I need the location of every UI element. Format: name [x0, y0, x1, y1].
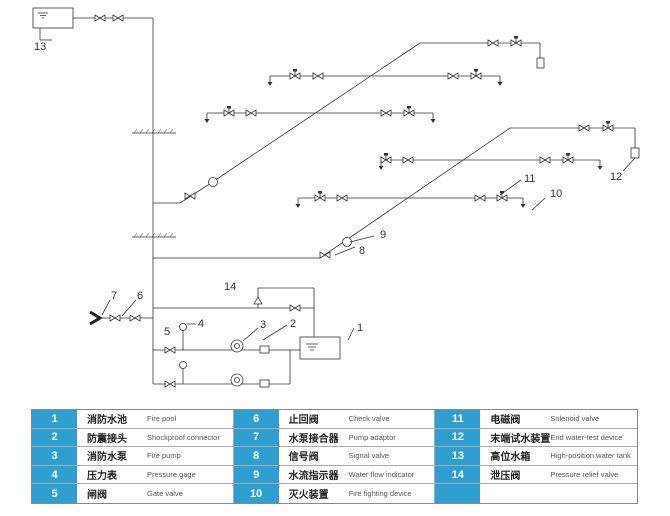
- legend-chinese-label: 灭火装置: [288, 490, 329, 502]
- legend-item: 9 水流指示器 Water flow indicator: [233, 465, 436, 485]
- legend-item: 13 高位水箱 High-position water tank: [435, 447, 637, 466]
- fire-pool: [299, 336, 341, 360]
- label-9: 9: [380, 229, 386, 241]
- legend-english-label: Fire fighting device: [348, 489, 412, 499]
- end-test-device-upper: [536, 57, 545, 69]
- label-6: 6: [137, 290, 143, 302]
- label-14: 14: [224, 281, 236, 293]
- legend-item: 6 止回阀 Check valve: [233, 410, 436, 429]
- end-test-device: [630, 147, 640, 159]
- pressure-relief-valve: [253, 296, 263, 305]
- label-10: 10: [550, 188, 562, 200]
- label-11: 11: [524, 173, 535, 185]
- legend-item: 4 压力表 Pressure gage: [32, 465, 234, 485]
- legend-item: 1 消防水池 Fire pool: [32, 410, 234, 429]
- label-4: 4: [198, 318, 204, 330]
- legend-chinese-label: 防震接头: [87, 433, 127, 445]
- label-12: 12: [610, 171, 622, 183]
- legend-english-label: High-position water tank: [550, 451, 631, 461]
- fire-pump-2: [230, 373, 244, 387]
- legend-english-label: Solenoid valve: [550, 414, 600, 424]
- legend-chinese-label: 电磁阀: [490, 415, 521, 427]
- label-13: 13: [34, 41, 46, 53]
- legend-number: 5: [32, 484, 77, 503]
- legend-english-label: Pump adaptor: [348, 432, 396, 442]
- legend-chinese-label: 止回阀: [288, 415, 319, 427]
- legend-number: 12: [435, 428, 481, 447]
- legend-english-label: Gate valve: [147, 489, 183, 499]
- legend-english-label: End water-test device: [550, 432, 623, 442]
- legend-chinese-label: 信号阀: [288, 452, 319, 464]
- legend-english-label: Fire pump: [147, 451, 181, 461]
- legend-item: 11 电磁阀 Solenoid valve: [435, 410, 637, 429]
- label-5: 5: [164, 326, 170, 338]
- label-3: 3: [260, 319, 266, 331]
- legend-item: 10 灭火装置 Fire fighting device: [233, 484, 436, 503]
- pump-adaptor: [89, 310, 103, 326]
- legend-chinese-label: 闸阀: [87, 490, 107, 502]
- label-8: 8: [359, 245, 365, 257]
- legend-number: 13: [435, 447, 481, 465]
- legend-chinese-label: 末端试水装置: [490, 433, 551, 445]
- legend-item: 5 闸阀 Gate valve: [32, 484, 234, 503]
- label-1: 1: [357, 322, 363, 334]
- legend-english-label: Fire pool: [147, 414, 177, 424]
- legend-english-label: Pressure relief valve: [550, 470, 619, 480]
- legend-chinese-label: 消防水池: [87, 415, 127, 427]
- legend-item: 14 泄压阀 Pressure relief valve: [435, 465, 637, 485]
- legend-chinese-label: 泄压阀: [490, 471, 521, 483]
- legend-table: 1 消防水池 Fire pool 6 止回阀 Check valve 11 电磁阀 Soleno…: [31, 409, 638, 504]
- legend-number: [435, 484, 481, 503]
- legend-number: 10: [233, 484, 279, 503]
- legend-number: 8: [233, 447, 279, 465]
- legend-number: 4: [32, 465, 77, 484]
- label-7: 7: [111, 290, 117, 302]
- legend-english-label: Water flow indicator: [348, 470, 415, 480]
- legend-item: 7 水泵接合器 Pump adaptor: [233, 428, 436, 448]
- label-2: 2: [290, 318, 296, 330]
- legend-number: 1: [32, 410, 77, 428]
- legend-english-label: Pressure gage: [147, 470, 196, 480]
- legend-chinese-label: 水泵接合器: [288, 433, 339, 445]
- legend-chinese-label: 水流指示器: [288, 471, 339, 483]
- legend-item: [435, 484, 637, 503]
- legend-number: 2: [32, 428, 77, 447]
- legend-english-label: Shockproof connector: [147, 432, 220, 442]
- legend-english-label: Check valve: [348, 414, 390, 424]
- shockproof-connector: [259, 345, 270, 354]
- fire-pump: [230, 339, 244, 353]
- legend-number: 7: [233, 428, 279, 447]
- legend-english-label: Signal valve: [348, 451, 390, 461]
- water-flow-indicator: [208, 177, 218, 187]
- legend-chinese-label: 高位水箱: [490, 452, 531, 464]
- pressure-gage: [179, 323, 187, 331]
- high-position-water-tank: [32, 7, 74, 29]
- legend-chinese-label: 压力表: [87, 471, 117, 483]
- fire-system-diagram: 13 12 11 10 9 8 14 7 6 5 4 3 2 1: [32, 7, 640, 388]
- legend-number: 3: [32, 447, 77, 465]
- legend-number: 11: [435, 410, 481, 428]
- legend-number: 6: [233, 410, 279, 428]
- legend-number: 14: [435, 465, 481, 484]
- legend-item: 3 消防水泵 Fire pump: [32, 447, 234, 466]
- legend-item: 8 信号阀 Signal valve: [233, 447, 436, 466]
- legend-number: 9: [233, 465, 279, 484]
- legend-item: 2 防震接头 Shockproof connector: [32, 428, 234, 448]
- legend-chinese-label: 消防水泵: [87, 452, 127, 464]
